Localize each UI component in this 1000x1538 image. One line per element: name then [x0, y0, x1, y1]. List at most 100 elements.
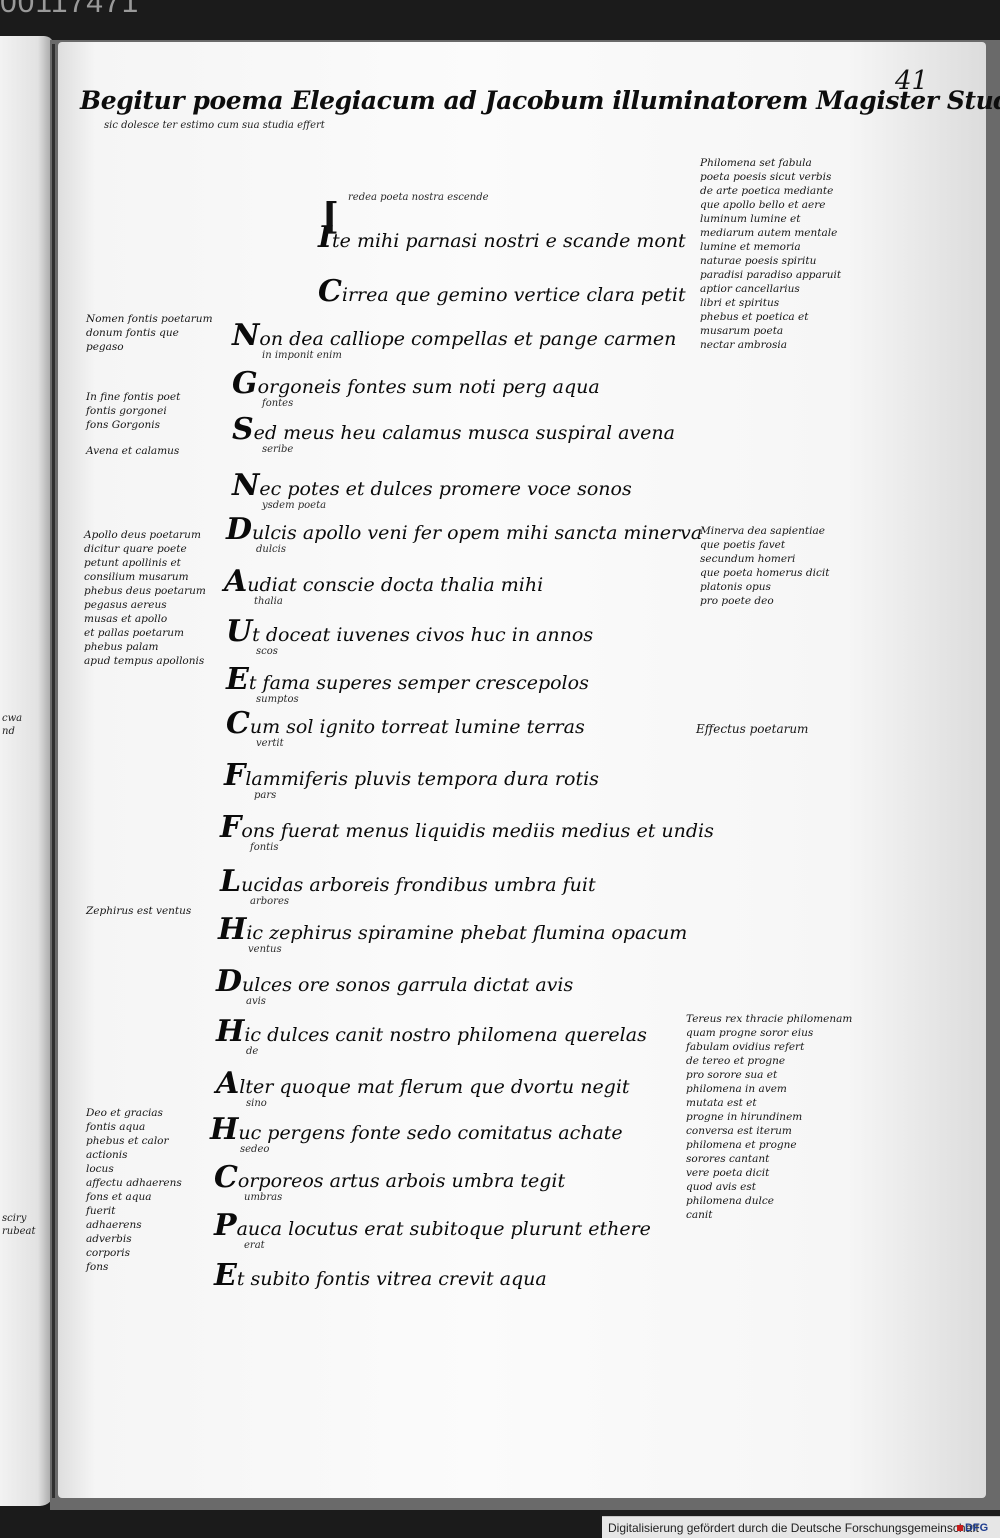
interlinear-gloss: de [246, 1046, 259, 1057]
interlinear-gloss: fontis [250, 842, 279, 853]
verse-text: on dea calliope compellas et pange carme… [259, 328, 677, 350]
verse-line: Gorgoneis fontes sum noti perg aqua [232, 369, 600, 399]
margin-note-philomena: Tereus rex thracie philomenam quam progn… [686, 1013, 853, 1221]
initial-capital: I [318, 220, 333, 255]
verse-text: ulces ore sonos garrula dictat avis [242, 974, 574, 996]
interlinear-gloss: dulcis [256, 544, 286, 555]
interlinear-gloss: sino [246, 1098, 267, 1109]
margin-note-apollo: Apollo deus poetarum dicitur quare poete… [84, 529, 206, 667]
verse-text: te mihi parnasi nostri e scande mont [332, 230, 686, 252]
interlinear-gloss: in imponit enim [262, 350, 342, 361]
bracket-mark: [ [322, 196, 340, 238]
verse-line: Ite mihi parnasi nostri e scande mont [318, 223, 686, 253]
heading-gloss: sic dolesce ter estimo cum sua studia ef… [104, 120, 325, 131]
verse-line: Flammiferis pluvis tempora dura rotis [224, 761, 599, 791]
margin-note-nomen-fontis: Nomen fontis poetarum donum fontis que p… [86, 313, 213, 353]
verse-text: ic zephirus spiramine phebat flumina opa… [246, 922, 688, 944]
margin-note-zephirus: Zephirus est ventus [86, 905, 192, 917]
interlinear-gloss: ysdem poeta [262, 500, 327, 511]
verse-text: lter quoque mat flerum que dvortu negit [239, 1076, 630, 1098]
verse-line: Fons fuerat menus liquidis mediis medius… [220, 813, 714, 843]
margin-note-avena: Avena et calamus [86, 445, 180, 457]
verse-line: Cirrea que gemino vertice clara petit [318, 277, 686, 307]
verse-text: orporeos artus arbois umbra tegit [237, 1170, 566, 1192]
initial-capital: E [214, 1258, 237, 1293]
verse-line: Non dea calliope compellas et pange carm… [232, 321, 677, 351]
verse-text: orgoneis fontes sum noti perg aqua [257, 376, 600, 398]
interlinear-gloss: erat [244, 1240, 265, 1251]
initial-capital: G [232, 366, 258, 401]
interlinear-gloss: avis [246, 996, 266, 1007]
initial-capital: F [224, 758, 246, 793]
verse-line: Audiat conscie docta thalia mihi [224, 567, 544, 597]
interlinear-gloss: ventus [248, 944, 282, 955]
initial-capital: C [214, 1160, 238, 1195]
margin-note-bottom-left: Deo et gracias fontis aqua phebus et cal… [86, 1107, 182, 1273]
verse-line: Nec potes et dulces promere voce sonos [232, 471, 632, 501]
funding-footer: Digitalisierung gefördert durch die Deut… [602, 1516, 1000, 1538]
verse-text: irrea que gemino vertice clara petit [341, 284, 686, 306]
verse-text: ons fuerat menus liquidis mediis medius … [241, 820, 714, 842]
initial-capital: N [232, 468, 260, 503]
verse-text: uc pergens fonte sedo comitatus achate [238, 1122, 623, 1144]
margin-note-effectus: Effectus poetarum [696, 722, 809, 736]
interlinear-gloss: vertit [256, 738, 284, 749]
verse-text: udiat conscie docta thalia mihi [247, 574, 544, 596]
manuscript-page [58, 42, 986, 1498]
margin-note-gorgon: In fine fontis poet fontis gorgonei fons… [86, 391, 181, 431]
margin-note-minerva: Minerva dea sapientiae que poetis favet … [700, 525, 830, 607]
verse-line: Dulcis apollo veni fer opem mihi sancta … [226, 515, 703, 545]
initial-capital: N [232, 318, 260, 353]
verse-line: Pauca locutus erat subitoque plurunt eth… [214, 1211, 651, 1241]
verse-text: ic dulces canit nostro philomena querela… [244, 1024, 647, 1046]
previous-leaf-note: sciry rubeat [2, 1213, 36, 1237]
verse-text: ulcis apollo veni fer opem mihi sancta m… [252, 522, 703, 544]
dfg-logo-square-icon [957, 1525, 963, 1532]
initial-capital: S [232, 412, 254, 447]
verse-text: ec potes et dulces promere voce sonos [259, 478, 632, 500]
verse-line: Hic dulces canit nostro philomena querel… [216, 1017, 647, 1047]
verse-text: t doceat iuvenes civos huc in annos [252, 624, 594, 646]
folio-number: 41 [895, 66, 929, 96]
verse-text: t subito fontis vitrea crevit aqua [236, 1268, 547, 1290]
interlinear-gloss: thalia [254, 596, 283, 607]
initial-capital: H [210, 1112, 239, 1147]
initial-capital: U [226, 614, 253, 649]
initial-capital: P [214, 1208, 237, 1243]
initial-capital: F [220, 810, 242, 845]
initial-capital: H [216, 1014, 245, 1049]
initial-capital: D [226, 512, 253, 547]
previous-leaf-edge: cwa nd sciry rubeat [0, 36, 54, 1506]
initial-capital: C [318, 274, 342, 309]
interlinear-gloss: pars [254, 790, 277, 801]
verse-line: Hic zephirus spiramine phebat flumina op… [218, 915, 688, 945]
verse-line: Corporeos artus arbois umbra tegit [214, 1163, 566, 1193]
verse-line: Sed meus heu calamus musca suspiral aven… [232, 415, 675, 445]
verse-line: Dulces ore sonos garrula dictat avis [216, 967, 574, 997]
interlinear-gloss: fontes [262, 398, 294, 409]
poem-heading: Begitur poema Elegiacum ad Jacobum illum… [80, 86, 1000, 115]
initial-capital: E [226, 662, 249, 697]
initial-capital: H [218, 912, 247, 947]
verse-line: Cum sol ignito torreat lumine terras [226, 709, 585, 739]
verse-line: Lucidas arboreis frondibus umbra fuit [220, 867, 596, 897]
binding-gutter [52, 44, 55, 1498]
verse-text: t fama superes semper crescepolos [248, 672, 589, 694]
interlinear-gloss: scos [256, 646, 278, 657]
interlinear-gloss: redea poeta nostra escende [348, 192, 489, 203]
initial-capital: A [224, 564, 248, 599]
interlinear-gloss: sumptos [256, 694, 299, 705]
initial-capital: C [226, 706, 250, 741]
margin-note-top-right: Philomena set fabula poeta poesis sicut … [700, 157, 842, 351]
funding-text: Digitalisierung gefördert durch die Deut… [608, 1521, 979, 1535]
verse-line: Ut doceat iuvenes civos huc in annos [226, 617, 594, 647]
verse-line: Et fama superes semper crescepolos [226, 665, 589, 695]
initial-capital: D [216, 964, 243, 999]
interlinear-gloss: arbores [250, 896, 289, 907]
dfg-logo: DFG [957, 1521, 988, 1535]
initial-capital: L [220, 864, 242, 899]
verse-text: um sol ignito torreat lumine terras [249, 716, 585, 738]
initial-capital: A [216, 1066, 240, 1101]
verse-line: Et subito fontis vitrea crevit aqua [214, 1261, 547, 1291]
